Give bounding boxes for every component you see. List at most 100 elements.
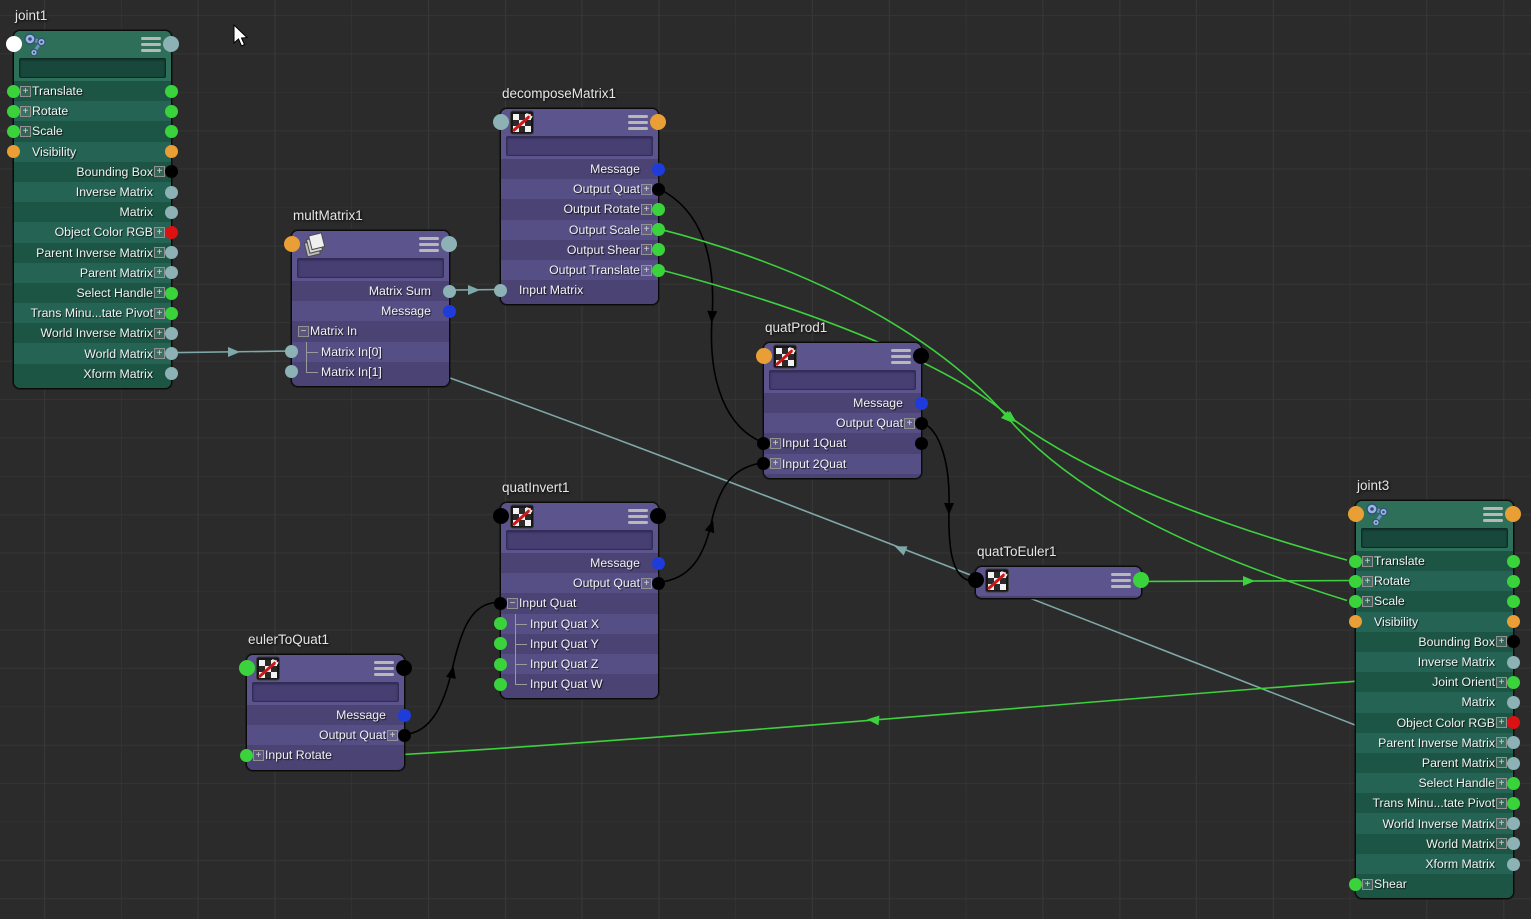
- output-port-parent-matrix[interactable]: [1507, 756, 1520, 770]
- expand-toggle[interactable]: +: [641, 203, 652, 215]
- expand-toggle[interactable]: +: [154, 307, 165, 319]
- connection-joint3-worldMatrix-to-multMatrix1-matrixIn1[interactable]: [449, 377, 1356, 726]
- header-input-port[interactable]: [493, 508, 509, 524]
- output-port-message[interactable]: [443, 304, 456, 318]
- output-port-output-quat[interactable]: [652, 182, 665, 196]
- expand-toggle[interactable]: +: [1496, 676, 1507, 688]
- output-port-matrix[interactable]: [165, 205, 178, 219]
- output-port-message[interactable]: [652, 556, 665, 570]
- output-port-world-inverse-matrix[interactable]: [1507, 817, 1520, 831]
- node-menu-icon[interactable]: [628, 115, 648, 132]
- output-port-output-scale[interactable]: [652, 223, 665, 237]
- output-port-output-quat[interactable]: [398, 728, 411, 742]
- header-output-port[interactable]: [913, 348, 929, 364]
- header-input-port[interactable]: [284, 236, 300, 252]
- connection-quatProd1-outputQuat-to-quatToEuler1-input[interactable]: [920, 421, 976, 583]
- expand-toggle[interactable]: +: [1496, 757, 1507, 769]
- expand-toggle[interactable]: +: [641, 183, 652, 195]
- header-input-port[interactable]: [493, 114, 509, 130]
- expand-toggle[interactable]: +: [20, 125, 31, 137]
- node-menu-icon[interactable]: [141, 37, 161, 54]
- connection-quatInvert1-outputQuat-to-quatProd1-input2Quat[interactable]: [657, 461, 764, 584]
- header-output-port[interactable]: [396, 660, 412, 676]
- output-port-matrix[interactable]: [1507, 696, 1520, 709]
- expand-toggle[interactable]: −: [507, 597, 518, 609]
- output-port-visibility[interactable]: [1507, 615, 1520, 629]
- output-port-select-handle[interactable]: [165, 286, 178, 300]
- header-output-port[interactable]: [163, 36, 179, 52]
- node-menu-icon[interactable]: [419, 237, 439, 254]
- input-port-input-2quat[interactable]: [757, 457, 770, 471]
- input-port-visibility[interactable]: [7, 145, 20, 159]
- expand-toggle[interactable]: +: [641, 224, 652, 236]
- output-port-object-color-rgb[interactable]: [165, 226, 178, 239]
- expand-toggle[interactable]: +: [1496, 717, 1507, 729]
- output-port-trans-minu-tate-pivot[interactable]: [165, 306, 178, 320]
- header-output-port[interactable]: [650, 114, 666, 130]
- input-port-matrix-in-1-[interactable]: [285, 365, 298, 379]
- input-port-input-quat-z[interactable]: [494, 657, 507, 671]
- input-port-input-quat[interactable]: [494, 597, 507, 610]
- expand-toggle[interactable]: −: [298, 325, 309, 337]
- input-port-rotate[interactable]: [1349, 574, 1362, 588]
- expand-toggle[interactable]: +: [253, 749, 264, 761]
- output-port-output-translate[interactable]: [652, 263, 665, 277]
- expand-toggle[interactable]: +: [1496, 777, 1507, 789]
- output-port-message[interactable]: [915, 396, 928, 410]
- output-port-world-matrix[interactable]: [165, 347, 178, 361]
- input-port-shear[interactable]: [1349, 877, 1362, 891]
- expand-toggle[interactable]: +: [1496, 636, 1507, 648]
- output-port-scale[interactable]: [165, 125, 178, 138]
- header-input-port[interactable]: [968, 572, 984, 588]
- node-menu-icon[interactable]: [1111, 573, 1131, 590]
- expand-toggle[interactable]: +: [20, 85, 31, 97]
- input-port-input-quat-y[interactable]: [494, 637, 507, 651]
- output-port-output-quat[interactable]: [915, 416, 928, 430]
- output-port-message[interactable]: [398, 708, 411, 722]
- output-port-translate[interactable]: [165, 84, 178, 98]
- node-rename-field[interactable]: [769, 370, 916, 390]
- output-port-parent-inverse-matrix[interactable]: [165, 246, 178, 260]
- expand-toggle[interactable]: +: [387, 729, 398, 741]
- node-header-quatToEuler1[interactable]: [976, 567, 1141, 596]
- expand-toggle[interactable]: +: [154, 287, 165, 299]
- expand-toggle[interactable]: +: [1496, 818, 1507, 830]
- header-output-port[interactable]: [1505, 506, 1521, 522]
- input-port-input-quat-x[interactable]: [494, 617, 507, 631]
- expand-toggle[interactable]: +: [770, 458, 781, 470]
- input-port-scale[interactable]: [1349, 595, 1362, 608]
- header-output-port[interactable]: [441, 236, 457, 252]
- output-port-select-handle[interactable]: [1507, 776, 1520, 790]
- expand-toggle[interactable]: +: [154, 247, 165, 259]
- node-menu-icon[interactable]: [1483, 507, 1503, 524]
- input-port-input-1quat[interactable]: [757, 437, 770, 450]
- expand-toggle[interactable]: +: [20, 105, 31, 117]
- output-port-matrix-sum[interactable]: [443, 284, 456, 298]
- output-port-xform-matrix[interactable]: [1507, 857, 1520, 871]
- node-rename-field[interactable]: [1361, 528, 1508, 548]
- input-port-scale[interactable]: [7, 125, 20, 138]
- expand-toggle[interactable]: +: [1362, 595, 1373, 607]
- output-port-output-quat[interactable]: [652, 576, 665, 590]
- output-port-joint-orient[interactable]: [1507, 675, 1520, 689]
- node-rename-field[interactable]: [19, 58, 166, 78]
- connection-eulerToQuat1-outputQuat-to-quatInvert1-inputQuat[interactable]: [402, 601, 499, 736]
- node-header-joint1[interactable]: [14, 31, 171, 57]
- output-port-rotate[interactable]: [165, 104, 178, 118]
- output-port-scale[interactable]: [1507, 595, 1520, 608]
- node-quatToEuler1[interactable]: [968, 566, 1149, 599]
- output-port-world-inverse-matrix[interactable]: [165, 327, 178, 340]
- output-port-object-color-rgb[interactable]: [1507, 716, 1520, 730]
- node-rename-field[interactable]: [506, 136, 653, 156]
- expand-toggle[interactable]: +: [154, 226, 165, 238]
- output-port-bounding-box[interactable]: [165, 165, 178, 179]
- output-port-input-1quat[interactable]: [915, 437, 928, 450]
- output-port-parent-inverse-matrix[interactable]: [1507, 736, 1520, 750]
- input-port-rotate[interactable]: [7, 104, 20, 118]
